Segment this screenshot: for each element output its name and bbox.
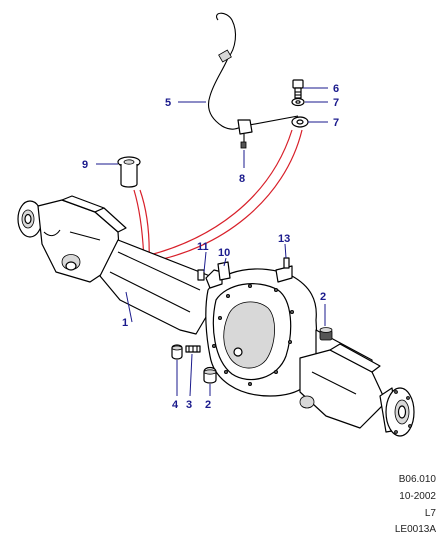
- axle-casing: [17, 195, 415, 437]
- callout-1: 1: [122, 317, 128, 329]
- callout-2-upper: 2: [320, 291, 326, 303]
- callout-10: 10: [218, 247, 230, 259]
- bush-part: [117, 156, 141, 188]
- filler-plug: [319, 327, 333, 341]
- callout-4: 4: [172, 399, 179, 411]
- breather-pipe: [237, 79, 309, 149]
- callout-13: 13: [278, 233, 290, 245]
- callout-8: 8: [239, 173, 245, 185]
- callout-11: 11: [197, 241, 209, 253]
- callout-7-upper: 7: [333, 97, 339, 109]
- reference-image-id: LE0013A: [394, 524, 436, 535]
- breather-hose: [207, 12, 245, 130]
- callout-7-lower: 7: [333, 117, 339, 129]
- callout-9: 9: [82, 159, 88, 171]
- reference-code: B06.010: [398, 474, 436, 485]
- callout-2-lower: 2: [205, 399, 211, 411]
- red-leader-lines: [133, 129, 303, 263]
- callout-5: 5: [165, 97, 171, 109]
- callout-leaders: [96, 87, 328, 397]
- callout-3: 3: [186, 399, 192, 411]
- callout-6: 6: [333, 83, 339, 95]
- small-fasteners: [171, 344, 217, 384]
- reference-model: L7: [424, 508, 436, 519]
- reference-date: 10-2002: [399, 491, 436, 502]
